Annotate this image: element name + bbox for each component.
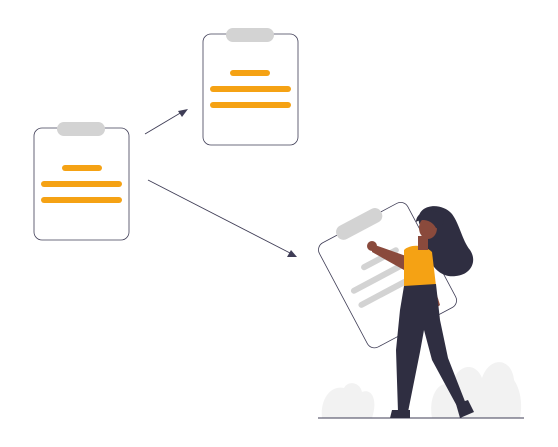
arrow-icon (144, 109, 188, 135)
hair-top (416, 210, 444, 229)
plant-left (321, 383, 375, 418)
arrow-icon (147, 179, 297, 257)
clipboard-line (210, 86, 291, 92)
clipboard-line (62, 165, 102, 171)
clipboard-line (41, 181, 122, 187)
clipboard-line (210, 102, 291, 108)
shoe-left (390, 410, 410, 418)
clipboard-clip (336, 208, 383, 240)
arrow-line (147, 179, 291, 254)
shirt (404, 245, 436, 290)
arm-raised (372, 244, 412, 270)
hand (367, 241, 377, 251)
left-clipboard-icon (33, 122, 130, 241)
shoe-right (456, 400, 474, 418)
clipboard-clip (57, 122, 105, 136)
top-clipboard-icon (202, 28, 299, 146)
neck (418, 236, 428, 250)
plants (321, 362, 522, 418)
arrow-line (144, 111, 183, 135)
clipboard-line (41, 197, 122, 203)
arrow-head (178, 109, 188, 117)
plant-right (431, 362, 522, 418)
clipboard-clip (226, 28, 274, 42)
clipboard-line (230, 70, 270, 76)
pants (396, 284, 466, 412)
arrow-head (287, 250, 297, 257)
woman-figure (367, 206, 474, 418)
